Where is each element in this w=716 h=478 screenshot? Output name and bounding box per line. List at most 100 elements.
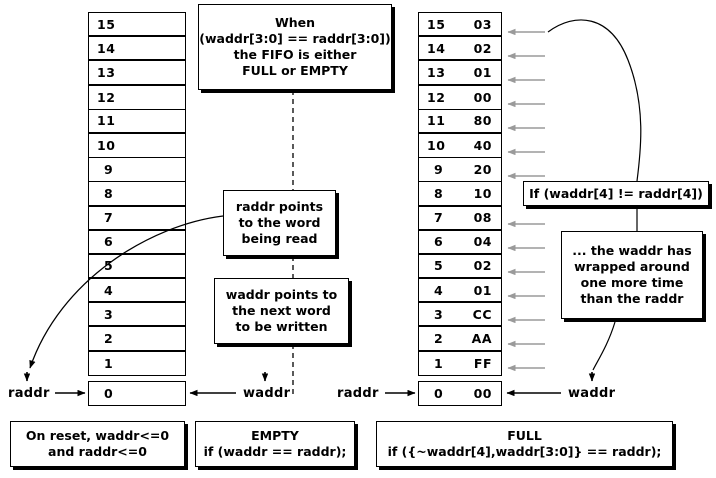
memory-row-4: 4 01 bbox=[419, 279, 501, 304]
callout-wrap-line4: than the raddr bbox=[580, 291, 684, 306]
box-full-line2: if ({~waddr[4],waddr[3:0]} == raddr); bbox=[387, 444, 662, 459]
memory-row-value: 02 bbox=[473, 40, 492, 56]
callout-raddr-points: raddr points to the word being read bbox=[223, 190, 336, 256]
memory-row-10: 10 40 bbox=[419, 134, 501, 159]
callout-when-line4: FULL or EMPTY bbox=[242, 63, 348, 78]
callout-raddr-line3: being read bbox=[241, 231, 318, 246]
memory-row-9: 9 bbox=[89, 158, 185, 183]
memory-row-index: 12 bbox=[97, 89, 116, 105]
callout-wrap-line3: one more time bbox=[580, 275, 684, 290]
box-full-line1: FULL bbox=[507, 428, 542, 443]
memory-row-index: 6 bbox=[104, 234, 114, 250]
memory-row-index: 4 bbox=[434, 282, 444, 298]
callout-wrap-line2: wrapped around bbox=[574, 259, 690, 274]
memory-row-index: 7 bbox=[434, 210, 444, 226]
pointer-label-right-waddr: waddr bbox=[568, 386, 616, 401]
memory-row-6: 6 04 bbox=[419, 231, 501, 255]
memory-row-value: 80 bbox=[473, 113, 492, 129]
memory-row-index: 12 bbox=[427, 89, 446, 105]
callout-when-line3: the FIFO is either bbox=[233, 47, 357, 62]
callout-raddr-line1: raddr points bbox=[235, 199, 324, 214]
memory-row-index: 11 bbox=[427, 113, 446, 129]
memory-row-14: 14 02 bbox=[419, 37, 501, 62]
memory-row-14: 14 bbox=[89, 37, 185, 62]
memory-row-4: 4 bbox=[89, 279, 185, 304]
memory-row-index: 2 bbox=[434, 331, 444, 347]
curve-wrapped-to-waddr bbox=[592, 321, 616, 371]
memory-row-11: 11 bbox=[89, 110, 185, 134]
memory-row-value: 03 bbox=[473, 16, 492, 32]
callout-waddr-line2: the next word bbox=[232, 303, 331, 318]
memory-row-1: 1 FF bbox=[419, 352, 501, 376]
box-empty-line1: EMPTY bbox=[251, 428, 299, 443]
memory-row-value: 20 bbox=[473, 162, 492, 178]
memory-row-index: 8 bbox=[434, 185, 444, 201]
memory-row-12: 12 bbox=[89, 86, 185, 110]
box-full-condition: FULL if ({~waddr[4],waddr[3:0]} == raddr… bbox=[376, 421, 673, 467]
memory-row-index: 2 bbox=[104, 331, 114, 347]
memory-row-8: 8 bbox=[89, 182, 185, 207]
callout-waddr-line3: to be written bbox=[235, 319, 328, 334]
box-on-reset: On reset, waddr<=0 and raddr<=0 bbox=[10, 421, 185, 467]
memory-row-7: 7 08 bbox=[419, 207, 501, 231]
memory-row-value: 04 bbox=[473, 234, 492, 250]
callout-if-msb-differ: If (waddr[4] != raddr[4]) bbox=[523, 181, 709, 206]
memory-row-8: 8 10 bbox=[419, 182, 501, 207]
memory-row-value: 08 bbox=[473, 210, 492, 226]
callout-raddr-line2: to the word bbox=[238, 215, 321, 230]
callout-when-line1: When bbox=[274, 15, 316, 30]
curve-wrap-arc bbox=[547, 19, 642, 182]
callout-if-line1: If (waddr[4] != raddr[4]) bbox=[529, 185, 703, 201]
memory-row-value: 00 bbox=[473, 386, 492, 401]
memory-row-index: 4 bbox=[104, 282, 114, 298]
memory-row-index: 15 bbox=[97, 16, 116, 32]
memory-row-6: 6 bbox=[89, 231, 185, 255]
pointer-label-left-raddr: raddr bbox=[8, 386, 50, 401]
memory-row-value: CC bbox=[472, 306, 492, 322]
memory-row-index: 5 bbox=[434, 258, 444, 274]
memory-row-value: 10 bbox=[473, 185, 492, 201]
memory-row-value: 01 bbox=[473, 282, 492, 298]
memory-row-3: 3 bbox=[89, 303, 185, 328]
pointer-label-right-raddr: raddr bbox=[337, 386, 379, 401]
memory-row-index: 10 bbox=[97, 138, 116, 154]
memory-row-index: 5 bbox=[104, 258, 114, 274]
callout-when-line2: (waddr[3:0] == raddr[3:0]) bbox=[199, 31, 391, 46]
memory-row-index: 7 bbox=[104, 210, 114, 226]
memory-row-5: 5 bbox=[89, 255, 185, 280]
memory-row-index: 1 bbox=[434, 356, 444, 372]
memory-row-index: 6 bbox=[434, 234, 444, 250]
memory-row-index: 0 bbox=[434, 386, 444, 401]
box-reset-line1: On reset, waddr<=0 bbox=[25, 428, 170, 443]
callout-when-condition: When (waddr[3:0] == raddr[3:0]) the FIFO… bbox=[198, 4, 392, 90]
callout-waddr-wrapped: ... the waddr has wrapped around one mor… bbox=[561, 231, 703, 319]
box-empty-condition: EMPTY if (waddr == raddr); bbox=[195, 421, 355, 467]
memory-row-value: 00 bbox=[473, 89, 492, 105]
memory-row-value: 40 bbox=[473, 138, 492, 154]
memory-row-value: 02 bbox=[473, 258, 492, 274]
box-reset-line2: and raddr<=0 bbox=[48, 444, 147, 459]
memory-row-index: 9 bbox=[104, 162, 114, 178]
memory-row-11: 11 80 bbox=[419, 110, 501, 134]
memory-row-index: 15 bbox=[427, 16, 446, 32]
memory-row-index: 8 bbox=[104, 185, 114, 201]
memory-row-index: 13 bbox=[97, 64, 116, 80]
memory-row-15: 15 bbox=[89, 13, 185, 38]
memory-row-index: 10 bbox=[427, 138, 446, 154]
memory-row-index: 14 bbox=[427, 40, 446, 56]
memory-row-value: FF bbox=[473, 356, 492, 372]
pointer-label-left-waddr: waddr bbox=[243, 386, 291, 401]
memory-row-10: 10 bbox=[89, 134, 185, 159]
left-memory-row-0: 0 bbox=[88, 381, 186, 406]
callout-waddr-points: waddr points to the next word to be writ… bbox=[214, 278, 349, 344]
memory-row-index: 3 bbox=[104, 306, 114, 322]
memory-row-2: 2 bbox=[89, 327, 185, 352]
